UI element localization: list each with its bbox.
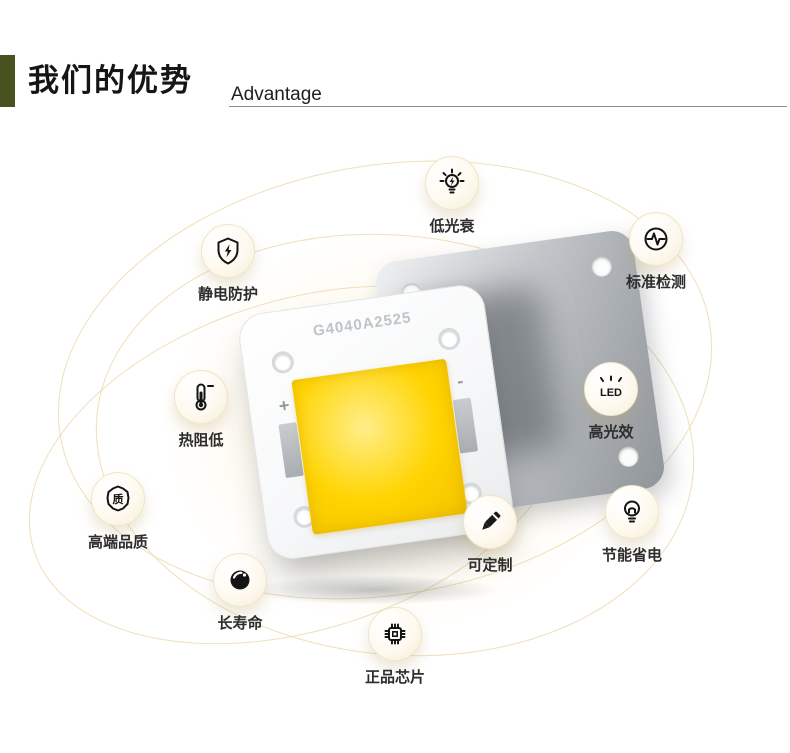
pulse-icon <box>628 212 683 266</box>
page-subtitle: Advantage <box>231 84 322 105</box>
positive-terminal-sign: + <box>277 394 291 417</box>
feature-label: 静电防护 <box>197 286 259 303</box>
feature-label: 可定制 <box>467 557 513 574</box>
plate-hole <box>590 255 613 278</box>
bulb-flash-icon <box>425 156 479 210</box>
phosphor-emitter-area <box>291 358 468 535</box>
quality-badge-icon: 质 <box>90 472 145 526</box>
pen-icon <box>463 495 517 549</box>
led-rays-icon: LED <box>584 362 638 416</box>
module-floor-shadow <box>250 575 500 605</box>
bulb-icon <box>604 485 659 539</box>
divider-line <box>229 106 787 107</box>
feature-label: 节能省电 <box>601 547 663 564</box>
longevity-sphere-icon <box>213 553 267 607</box>
accent-bar <box>0 55 15 107</box>
chip-icon <box>367 607 422 661</box>
page-title: 我们的优势 <box>28 63 193 98</box>
feature-low-light-decay: 低光衰 <box>425 156 479 236</box>
feature-energy-saving: 节能省电 <box>602 485 662 565</box>
feature-low-thermal-resistance: 热阻低 <box>174 370 228 450</box>
feature-label: 长寿命 <box>217 615 263 632</box>
svg-text:LED: LED <box>600 387 622 399</box>
feature-high-efficacy: LED 高光效 <box>584 362 638 442</box>
feature-label: 低光衰 <box>429 218 475 235</box>
feature-standard-testing: 标准检测 <box>626 212 686 292</box>
plate-hole <box>617 445 640 468</box>
negative-terminal-sign: - <box>455 370 465 392</box>
module-hole <box>436 326 462 352</box>
feature-anti-static: 静电防护 <box>198 224 258 304</box>
feature-customizable: 可定制 <box>463 495 517 575</box>
feature-premium-quality: 质 高端品质 <box>88 472 148 552</box>
feature-long-lifespan: 长寿命 <box>213 553 267 633</box>
feature-label: 标准检测 <box>625 274 687 291</box>
thermometer-icon <box>174 370 228 424</box>
feature-label: 热阻低 <box>178 432 224 449</box>
module-hole <box>270 349 296 375</box>
feature-label: 高端品质 <box>87 534 149 551</box>
header: 我们的优势 Advantage <box>0 55 790 107</box>
feature-genuine-chip: 正品芯片 <box>365 607 425 687</box>
svg-text:质: 质 <box>112 492 123 506</box>
shield-flash-icon <box>200 224 255 278</box>
feature-label: 正品芯片 <box>364 669 426 686</box>
feature-label: 高光效 <box>588 424 634 441</box>
